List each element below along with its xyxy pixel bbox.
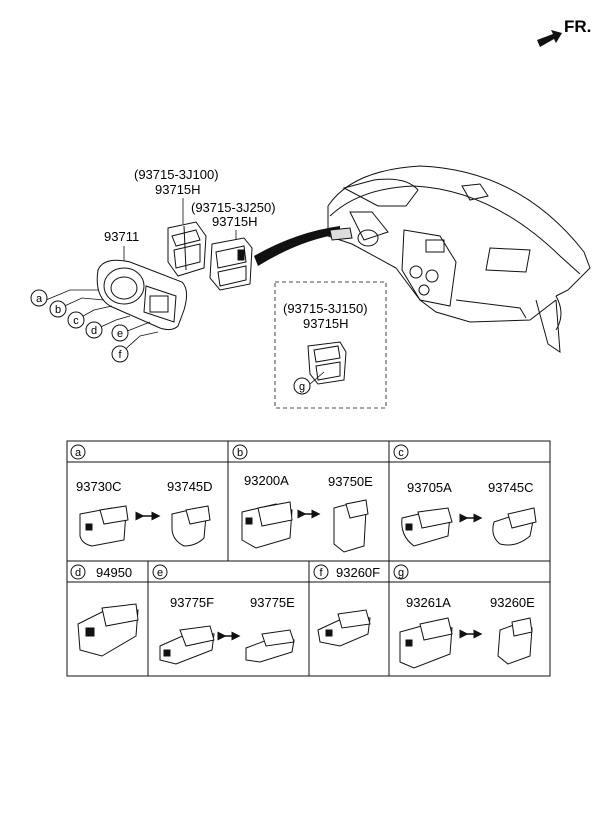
cell-c-part-1: 93705A: [407, 480, 452, 495]
dashboard-illustration: [327, 165, 591, 353]
label-assy-upper-alt: (93715-3J100): [134, 167, 219, 182]
callout-g: [293, 377, 311, 395]
callout-g-label: g: [299, 381, 305, 393]
cell-c-letter: c: [398, 447, 404, 459]
cell-b-part-2: 93750E: [328, 474, 373, 489]
label-assy-mid-alt: (93715-3J250): [191, 200, 276, 215]
cell-c-part-2: 93745C: [488, 480, 534, 495]
callout-b: [49, 300, 67, 318]
cell-g-part-1: 93261A: [406, 595, 451, 610]
cell-e-letter: e: [157, 567, 163, 579]
label-detail-alt: (93715-3J150): [283, 301, 368, 316]
switch-assembly-middle: [209, 237, 253, 291]
cell-f-letter: f: [319, 567, 323, 579]
table-cell-d: d 94950: [70, 564, 139, 657]
cell-e-part-1: 93775F: [170, 595, 214, 610]
cell-b-part-1: 93200A: [244, 473, 289, 488]
table-cell-e: e 93775F 93775E: [152, 564, 295, 665]
cell-e-part-2: 93775E: [250, 595, 295, 610]
callout-b-label: b: [55, 304, 61, 316]
detail-box: (93715-3J150) 93715H g: [274, 281, 387, 409]
table-cell-a: a 93730C 93745D: [70, 444, 213, 547]
label-detail-part: 93715H: [303, 316, 349, 331]
label-bezel-part: 93711: [104, 229, 139, 244]
callout-e: [111, 324, 129, 342]
table-cell-b: b 93200A 93750E: [232, 444, 373, 553]
callout-c: [67, 311, 85, 329]
front-arrow-icon: [537, 30, 562, 47]
location-arrow: [254, 226, 340, 266]
callout-f-label: f: [118, 349, 122, 361]
cell-a-part-1: 93730C: [76, 479, 122, 494]
detail-switch-part: [307, 341, 347, 385]
switch-assembly-upper: [167, 221, 207, 277]
callout-c-label: c: [73, 315, 79, 327]
table-cell-f: f 93260F: [313, 564, 380, 647]
cell-d-part-1: 94950: [96, 565, 132, 580]
cell-g-part-2: 93260E: [490, 595, 535, 610]
table-cell-g: g 93261A 93260E: [393, 564, 535, 669]
callout-e-label: e: [117, 328, 123, 340]
table-cell-c: c 93705A 93745C: [393, 444, 537, 547]
callouts-left: a b c d e f: [30, 289, 159, 363]
callout-f: [111, 345, 129, 363]
callout-a-label: a: [36, 293, 43, 305]
cell-b-letter: b: [237, 447, 243, 459]
instrument-bezel: [96, 259, 188, 331]
parts-table: [66, 440, 551, 677]
cell-g-letter: g: [398, 567, 404, 579]
front-label: FR.: [564, 17, 591, 36]
callout-a: [30, 289, 48, 307]
cell-a-letter: a: [75, 447, 82, 459]
callout-d-label: d: [91, 325, 97, 337]
front-direction-indicator: FR.: [537, 17, 591, 47]
cell-a-part-2: 93745D: [167, 479, 213, 494]
label-assy-mid: 93715H: [212, 214, 258, 229]
label-assy-upper: 93715H: [155, 182, 201, 197]
cell-f-part-1: 93260F: [336, 565, 380, 580]
cell-d-letter: d: [75, 567, 81, 579]
callout-d: [85, 321, 103, 339]
